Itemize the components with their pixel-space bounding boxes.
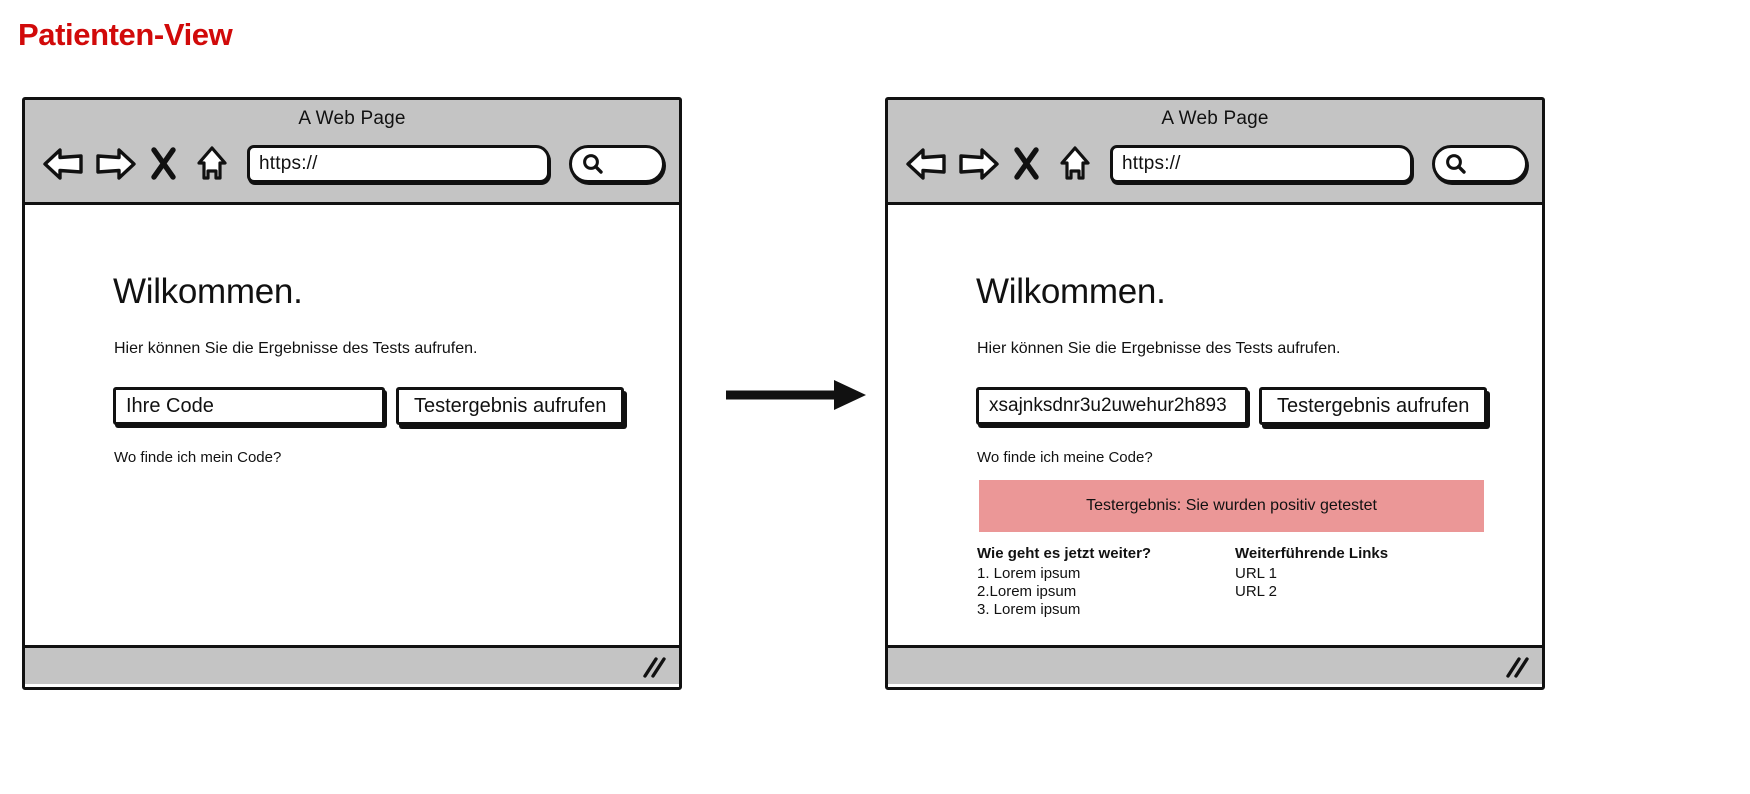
- further-links-heading: Weiterführende Links: [1235, 545, 1389, 562]
- window-title: A Web Page: [1161, 108, 1269, 129]
- page-content: Wilkommen. Hier können Sie die Ergebniss…: [113, 205, 655, 645]
- test-result-banner: Testergebnis: Sie wurden positiv geteste…: [979, 480, 1484, 532]
- browser-window-result-state: A Web Page: [885, 97, 1545, 690]
- browser-search-box[interactable]: [1432, 145, 1528, 183]
- address-bar[interactable]: https://: [247, 145, 550, 183]
- forward-arrow-icon[interactable]: [957, 142, 1001, 186]
- browser-statusbar: [888, 645, 1542, 684]
- list-item: 1. Lorem ipsum: [977, 565, 1081, 582]
- back-arrow-icon[interactable]: [904, 142, 948, 186]
- code-input[interactable]: Ihre Code: [113, 387, 385, 425]
- page-subheading: Hier können Sie die Ergebnisse des Tests…: [114, 340, 478, 357]
- list-item[interactable]: URL 1: [1235, 565, 1277, 582]
- browser-window-empty-state: A Web Page: [22, 97, 682, 690]
- back-arrow-icon[interactable]: [41, 142, 85, 186]
- submit-code-button[interactable]: Testergebnis aufrufen: [1259, 387, 1488, 425]
- code-input[interactable]: xsajnksdnr3u2uwehur2h893: [976, 387, 1248, 425]
- page-viewport: Wilkommen. Hier können Sie die Ergebniss…: [25, 205, 679, 645]
- browser-statusbar: [25, 645, 679, 684]
- address-value: https://: [259, 153, 318, 174]
- submit-code-button[interactable]: Testergebnis aufrufen: [396, 387, 625, 425]
- list-item: 3. Lorem ipsum: [977, 601, 1081, 618]
- forward-arrow-icon[interactable]: [94, 142, 138, 186]
- page-title: Patienten-View: [18, 17, 233, 52]
- find-code-help-link[interactable]: Wo finde ich meine Code?: [977, 449, 1153, 466]
- page-viewport: Wilkommen. Hier können Sie die Ergebniss…: [888, 205, 1542, 645]
- resize-grip-icon[interactable]: [1502, 654, 1532, 680]
- arrow-right-icon: [726, 380, 866, 410]
- search-magnifier-icon: [583, 154, 603, 174]
- browser-chrome: A Web Page: [25, 100, 679, 205]
- window-title: A Web Page: [298, 108, 406, 129]
- address-bar[interactable]: https://: [1110, 145, 1413, 183]
- list-item[interactable]: URL 2: [1235, 583, 1277, 600]
- page-heading: Wilkommen.: [113, 272, 303, 311]
- further-links-column: Weiterführende Links URL 1 URL 2: [1235, 545, 1475, 619]
- find-code-help-link[interactable]: Wo finde ich mein Code?: [114, 449, 282, 466]
- address-value: https://: [1122, 153, 1181, 174]
- browser-toolbar: https://: [41, 138, 665, 190]
- list-item: 2.Lorem ipsum: [977, 583, 1077, 600]
- page-subheading: Hier können Sie die Ergebnisse des Tests…: [977, 340, 1341, 357]
- home-icon[interactable]: [190, 142, 234, 186]
- info-columns: Wie geht es jetzt weiter? 1. Lorem ipsum…: [977, 545, 1507, 619]
- next-steps-heading: Wie geht es jetzt weiter?: [977, 545, 1152, 562]
- browser-search-box[interactable]: [569, 145, 665, 183]
- page-heading: Wilkommen.: [976, 272, 1166, 311]
- close-x-icon[interactable]: [147, 142, 181, 186]
- browser-toolbar: https://: [904, 138, 1528, 190]
- next-steps-column: Wie geht es jetzt weiter? 1. Lorem ipsum…: [977, 545, 1235, 619]
- search-magnifier-icon: [1446, 154, 1466, 174]
- page-content: Wilkommen. Hier können Sie die Ergebniss…: [976, 205, 1518, 645]
- code-form: xsajnksdnr3u2uwehur2h893 Testergebnis au…: [976, 387, 1488, 425]
- code-form: Ihre Code Testergebnis aufrufen: [113, 387, 625, 425]
- resize-grip-icon[interactable]: [639, 654, 669, 680]
- home-icon[interactable]: [1053, 142, 1097, 186]
- close-x-icon[interactable]: [1010, 142, 1044, 186]
- browser-chrome: A Web Page: [888, 100, 1542, 205]
